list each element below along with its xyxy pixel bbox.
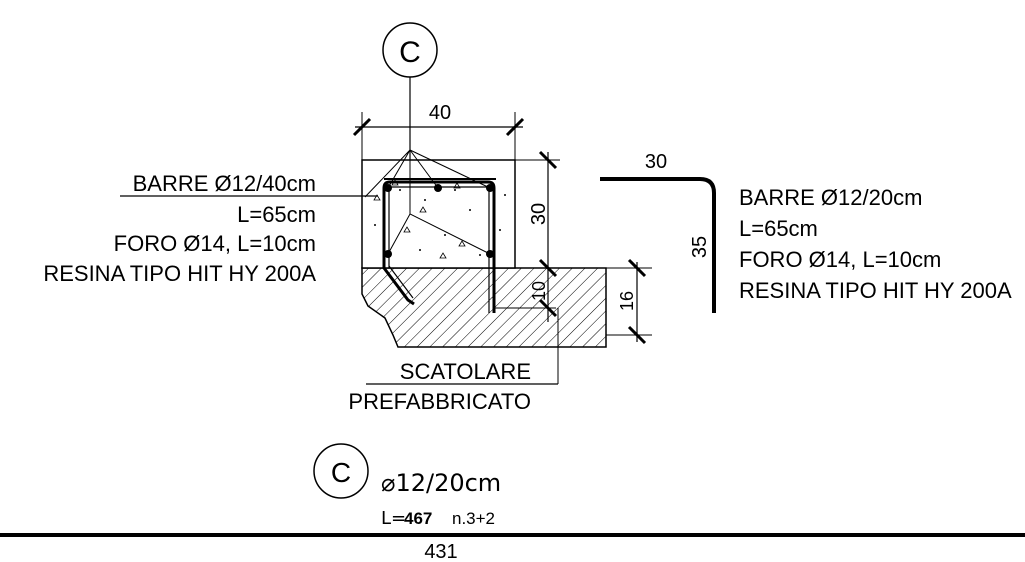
dimension-label-10: 10 xyxy=(529,281,549,301)
schedule-length-prefix: L= xyxy=(381,508,406,529)
right-note: BARRE Ø12/20cm L=65cm FORO Ø14, L=10cm R… xyxy=(739,185,1012,303)
right-note-line2: L=65cm xyxy=(739,216,818,241)
left-note: BARRE Ø12/40cm L=65cm FORO Ø14, L=10cm R… xyxy=(43,171,378,286)
stirrup-bar xyxy=(382,180,496,313)
left-note-line3: FORO Ø14, L=10cm xyxy=(114,231,316,256)
rebar-dot xyxy=(384,184,392,192)
bent-bar-shape: 30 35 xyxy=(600,151,716,313)
rebar-dot xyxy=(384,250,392,258)
bent-bar-length-30: 30 xyxy=(645,151,667,173)
rebar-dot xyxy=(486,250,494,258)
element-label: SCATOLARE PREFABBRICATO xyxy=(348,308,559,414)
schedule-marker-label: C xyxy=(331,457,351,488)
dimension-cap-height: 30 10 xyxy=(494,150,560,322)
rebar-dot xyxy=(434,184,442,192)
schedule-count: n.3+2 xyxy=(452,509,495,528)
precast-box-section xyxy=(361,267,607,348)
inclined-bar xyxy=(382,267,415,306)
schedule-marker xyxy=(313,443,369,499)
bar-schedule: C ⌀12/20cm L= 467 n.3+2 xyxy=(313,443,501,529)
bent-bar-length-35: 35 xyxy=(689,236,711,258)
schedule-length-value: 467 xyxy=(404,509,432,528)
overall-baseline: 431 xyxy=(0,533,1025,562)
left-note-line2: L=65cm xyxy=(237,202,316,227)
left-note-line4: RESINA TIPO HIT HY 200A xyxy=(43,261,316,286)
right-note-line3: FORO Ø14, L=10cm xyxy=(739,247,941,272)
element-label-line1: SCATOLARE xyxy=(400,359,531,384)
schedule-bar-spec: ⌀12/20cm xyxy=(381,469,501,497)
right-note-line1: BARRE Ø12/20cm xyxy=(739,185,922,210)
dimension-label-40: 40 xyxy=(429,102,451,124)
reinforcement xyxy=(364,149,496,313)
left-note-line1: BARRE Ø12/40cm xyxy=(133,171,316,196)
dimension-label-16: 16 xyxy=(617,291,637,311)
dimension-slab-thickness: 16 xyxy=(606,258,652,345)
page-number: 431 xyxy=(424,541,457,562)
dimension-label-30: 30 xyxy=(528,203,550,225)
right-note-line4: RESINA TIPO HIT HY 200A xyxy=(739,278,1012,303)
section-marker-label: C xyxy=(399,36,421,69)
dimension-width-top: 40 xyxy=(352,102,525,160)
element-label-line2: PREFABBRICATO xyxy=(348,389,531,414)
rebar-dot xyxy=(486,184,494,192)
